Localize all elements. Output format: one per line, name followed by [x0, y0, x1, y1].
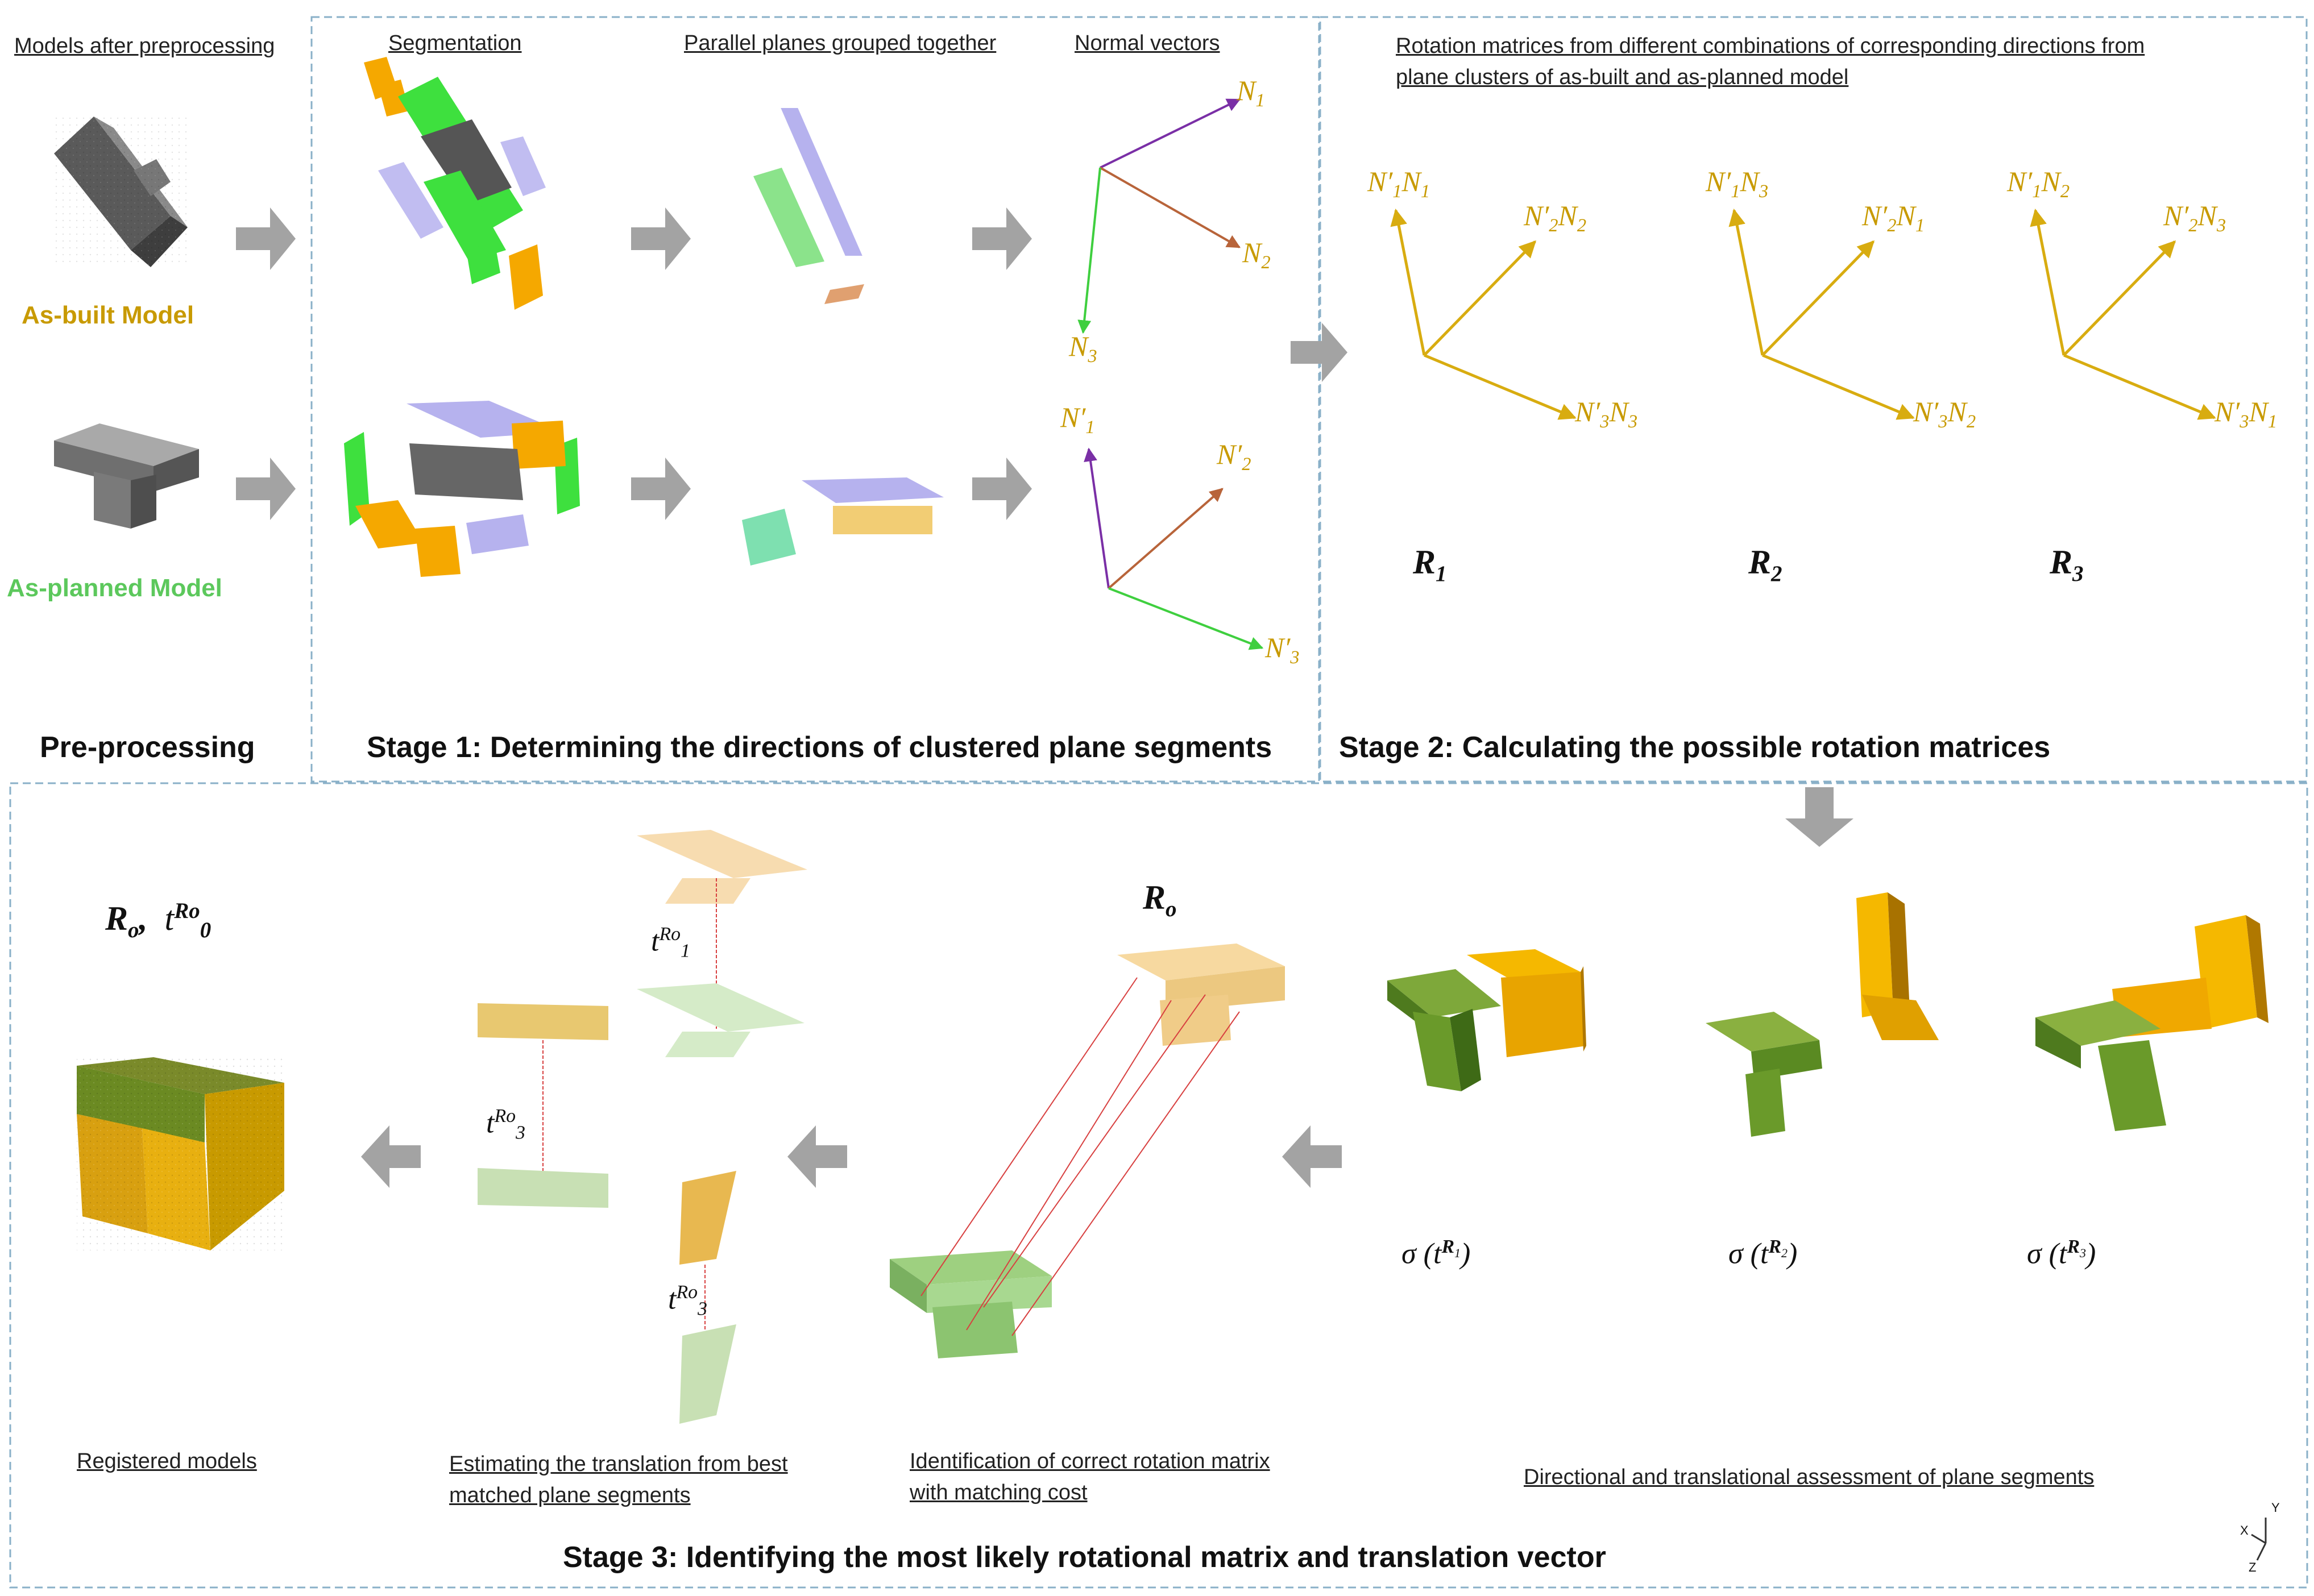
r2-label-top: N′1N3	[1706, 165, 1769, 202]
segmentation-as-built	[364, 57, 546, 310]
flow-arrow-seg-built	[631, 207, 691, 270]
registered-model-shape	[77, 1057, 284, 1250]
normal-n2-arrow	[1100, 167, 1241, 248]
label-n2: N2	[1242, 236, 1271, 273]
flow-arrow-stage2-to-3	[1785, 787, 1853, 847]
flow-arrow-s3-b	[787, 1125, 847, 1188]
as-built-model-shape	[54, 117, 188, 267]
r3-matrix-label: R3	[2050, 543, 2084, 586]
axis-y-label: Y	[2271, 1501, 2280, 1515]
identification-caption-line1: Identification of correct rotation matri…	[910, 1449, 1270, 1473]
candidate-r1-shapes	[1387, 949, 1586, 1091]
flow-arrow-prep-built	[236, 207, 296, 270]
grouped-header: Parallel planes grouped together	[684, 31, 997, 55]
normals-as-built	[1077, 98, 1241, 334]
normal-n3p-arrow	[1108, 587, 1264, 650]
sigma-r1-label: σ (tR1)	[1401, 1236, 1471, 1270]
normal-n2p-arrow	[1108, 488, 1224, 589]
normal-n1-arrow	[1100, 98, 1241, 169]
t-ro1-label: tRo1	[651, 924, 690, 962]
label-n2-prime: N′2	[1217, 438, 1251, 475]
r2-label-bottom: N′3N2	[1913, 396, 1976, 432]
r1-label-top: N′1N1	[1367, 165, 1430, 202]
flow-arrows	[236, 207, 1853, 1188]
r2-label-mid: N′2N1	[1862, 200, 1925, 236]
normal-n1p-arrow	[1084, 447, 1110, 589]
stage1-title: Stage 1: Determining the directions of c…	[367, 731, 1272, 764]
r2-matrix-label: R2	[1748, 543, 1782, 586]
stage2-title: Stage 2: Calculating the possible rotati…	[1339, 731, 2051, 764]
preprocessing-title: Pre-processing	[40, 731, 255, 764]
label-n1-prime: N′1	[1060, 401, 1095, 438]
as-planned-label: As-planned Model	[7, 574, 222, 602]
label-n3-prime: N′3	[1265, 631, 1300, 668]
stage2-panel	[1319, 16, 2308, 783]
translation-caption-line2: matched plane segments	[449, 1483, 691, 1507]
ro-identification-shapes	[890, 944, 1285, 1358]
grouped-planes-as-planned	[742, 477, 944, 566]
result-label: Ro, tRo0	[105, 899, 212, 942]
t-ro3-label-b: tRo3	[668, 1282, 707, 1320]
stage2-header-line2: plane clusters of as-built and as-planne…	[1396, 65, 1849, 89]
label-n1: N1	[1237, 74, 1265, 111]
axis-triad-icon	[2251, 1518, 2267, 1561]
flow-arrow-seg-planned	[631, 458, 691, 520]
segmentation-as-planned	[344, 401, 580, 577]
as-built-label: As-built Model	[22, 301, 194, 329]
stage2-header-line1: Rotation matrices from different combina…	[1396, 34, 2145, 58]
translation-caption-line1: Estimating the translation from best	[449, 1452, 788, 1476]
r2-triad	[1728, 209, 1915, 420]
candidate-r2-shapes	[1706, 892, 1939, 1137]
panel-borders	[9, 16, 2308, 1589]
flow-arrow-group-built	[972, 207, 1032, 270]
sigma-r3-label: σ (tR3)	[2027, 1236, 2096, 1270]
r1-label-bottom: N′3N3	[1575, 396, 1638, 432]
normal-n3-arrow	[1077, 167, 1101, 334]
flow-arrow-s3-a	[1282, 1125, 1342, 1188]
segmentation-header: Segmentation	[388, 31, 522, 55]
normals-header: Normal vectors	[1075, 31, 1220, 55]
r3-label-mid: N′2N3	[2163, 200, 2226, 236]
r3-label-bottom: N′3N1	[2215, 396, 2278, 432]
axis-x-label: X	[2240, 1523, 2249, 1537]
grouped-planes-as-built	[753, 108, 864, 304]
assessment-caption: Directional and translational assessment…	[1524, 1465, 2095, 1489]
normals-as-planned	[1084, 447, 1264, 650]
registered-caption: Registered models	[77, 1449, 257, 1473]
r1-matrix-label: R1	[1413, 543, 1447, 586]
r1-triad	[1390, 209, 1577, 420]
flow-arrow-prep-planned	[236, 458, 296, 520]
flow-arrow-stage1-to-2	[1291, 323, 1347, 382]
flow-arrow-group-planned	[972, 458, 1032, 520]
r1-label-mid: N′2N2	[1524, 200, 1587, 236]
flow-arrow-s3-c	[361, 1125, 421, 1188]
axis-z-label: Z	[2249, 1560, 2257, 1574]
t-ro3-label-a: tRo3	[486, 1105, 525, 1144]
as-planned-model-shape	[54, 423, 199, 529]
translation-planes	[478, 830, 807, 1424]
ro-label: Ro	[1143, 879, 1177, 921]
stage3-title: Stage 3: Identifying the most likely rot…	[563, 1541, 1606, 1574]
r3-triad	[2030, 209, 2216, 420]
sigma-r2-label: σ (tR2)	[1728, 1236, 1798, 1270]
identification-caption-line2: with matching cost	[910, 1481, 1088, 1504]
preprocessing-header: Models after preprocessing	[14, 34, 275, 58]
r3-label-top: N′1N2	[2007, 165, 2070, 202]
label-n3: N3	[1069, 330, 1097, 367]
stage1-panel	[310, 16, 1320, 783]
candidate-r3-shapes	[2035, 915, 2269, 1131]
